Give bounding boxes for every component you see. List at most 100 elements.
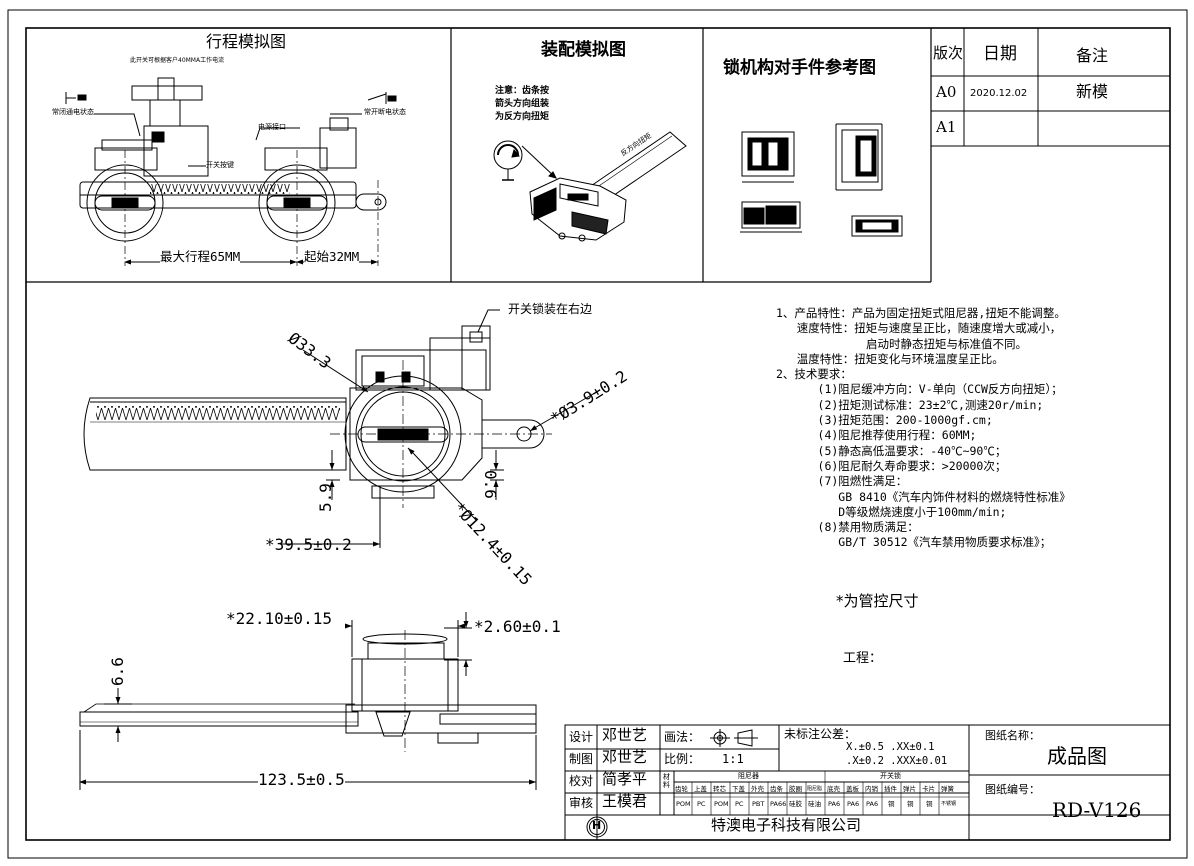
note-line: GB 8410《汽车内饰件材料的燃烧特性标准》 — [776, 489, 1071, 504]
material-value: PBT — [752, 800, 765, 808]
material-part: 底壳 — [827, 785, 840, 793]
material-value: PC — [735, 800, 744, 808]
tb-group-damper: 阻尼器 — [738, 772, 759, 780]
dim-height-6-6: 6.6 — [108, 657, 127, 686]
note-line: (6)阻尼耐久寿命要求：>20000次； — [776, 458, 1007, 473]
tb-company-name: 特澳电子科技有限公司 — [711, 816, 862, 834]
material-value: PA6 — [866, 800, 879, 808]
company-logo-text: H — [592, 819, 602, 832]
side-view-drawing — [79, 612, 537, 790]
dim-height-0-6: 0.6 — [481, 470, 500, 499]
material-value: POM — [676, 800, 691, 808]
assembly-title: 装配模拟图 — [541, 40, 626, 60]
note-line: (7)阻燃性满足： — [776, 474, 908, 489]
tb-group-switch: 开关锁 — [880, 772, 901, 780]
assembly-note-line-3: 为反方向扭矩 — [495, 112, 550, 122]
tb-review-label: 审核 — [569, 796, 594, 810]
material-value: POM — [714, 800, 729, 808]
material-value: PA6 — [828, 800, 841, 808]
dim-width-22-10: *22.10±0.15 — [226, 609, 332, 628]
process-label: 工程： — [843, 651, 883, 666]
note-line: 温度特性：扭矩变化与环境温度呈正比。 — [776, 351, 1004, 366]
technical-notes: 1、产品特性：产品为固定扭矩式阻尼器,扭矩不能调整。 速度特性：扭矩与速度呈正比… — [776, 306, 1071, 551]
dim-width-2-60: *2.60±0.1 — [474, 617, 561, 636]
label-normally-open: 常开断电状态 — [364, 108, 406, 116]
assembly-note-line-2: 箭头方向组装 — [495, 99, 550, 109]
material-value: PA66 — [770, 800, 787, 808]
tb-drawing-name: 成品图 — [1047, 744, 1107, 768]
lock-mechanism-drawings — [740, 123, 903, 237]
rev-a0-date: 2020.12.02 — [970, 88, 1028, 99]
tb-drawing-no-label: 图纸编号： — [985, 783, 1040, 796]
tb-material-label: 材料 — [663, 773, 670, 789]
tb-scale-value: 1:1 — [722, 752, 744, 766]
dim-start: 起始32MM — [304, 249, 360, 264]
stroke-title: 行程模拟图 — [206, 32, 287, 51]
stroke-simulation-drawing — [65, 77, 397, 266]
material-part: 卡片 — [922, 785, 935, 793]
tb-check-name: 简孝平 — [602, 770, 648, 788]
material-part: 盖板 — [846, 785, 859, 793]
material-value: 铜 — [907, 800, 914, 808]
material-value: 硅油 — [808, 800, 821, 808]
material-part: 转芯 — [713, 785, 726, 793]
material-value: 铜 — [888, 800, 895, 808]
callout-switch-lock: 开关锁装在右边 — [508, 302, 593, 316]
note-line: 启动时静态扭矩与标准值不同。 — [776, 336, 1028, 351]
note-line: 速度特性：扭矩与速度呈正比，随速度增大或减小， — [776, 321, 1062, 336]
note-line: D等级燃烧速度小于100mm/min; — [776, 504, 1007, 519]
tb-tolerance-line-1: X.±0.5 .XX±0.1 — [846, 741, 935, 753]
note-line: GB/T 30512《汽车禁用物质要求标准》； — [776, 535, 1052, 550]
revision-table-grid — [931, 28, 1170, 147]
note-line: (1)阻尼缓冲方向：V-单向（CCW反方向扭矩）； — [776, 382, 1063, 397]
tb-draw-label: 制图 — [569, 752, 594, 766]
tb-tolerance-line-2: .X±0.2 .XXX±0.01 — [846, 755, 948, 767]
material-value: 不锈钢 — [941, 801, 957, 807]
rev-header-note: 备注 — [1076, 46, 1109, 65]
note-line: 1、产品特性：产品为固定扭矩式阻尼器,扭矩不能调整。 — [776, 306, 1066, 320]
tb-drawing-no: RD-V126 — [1052, 798, 1142, 822]
material-part: 弹片 — [903, 785, 916, 793]
dim-height-5-9: 5.9 — [316, 483, 335, 512]
material-part: 下盖 — [732, 785, 745, 793]
lock-title: 锁机构对手件参考图 — [723, 58, 876, 78]
rev-header-date: 日期 — [983, 44, 1017, 64]
dim-width-39-5: *39.5±0.2 — [265, 535, 352, 554]
rev-header-version: 版次 — [933, 44, 964, 62]
note-line: 2、技术要求： — [776, 367, 852, 382]
note-line: (8)禁用物质满足： — [776, 520, 919, 535]
tb-draw-name: 邓世艺 — [602, 748, 648, 766]
label-switch-button: 开关按键 — [206, 161, 234, 169]
note-line: (4)阻尼推荐使用行程：60MM; — [776, 428, 977, 443]
assembly-note-line-1: 注意：齿条按 — [495, 86, 550, 96]
material-part: 插件 — [884, 785, 897, 793]
rev-a0-note: 新模 — [1076, 82, 1109, 101]
label-power-port: 电源接口 — [258, 123, 286, 131]
tb-projection-label: 画法： — [664, 730, 701, 744]
company-logo-icon — [586, 816, 608, 838]
material-part: 弹簧 — [941, 785, 954, 793]
material-part: 上盖 — [694, 785, 707, 793]
material-part: 外壳 — [751, 785, 764, 793]
tb-tolerance-label: 未标注公差： — [784, 727, 857, 741]
tb-design-name: 邓世艺 — [602, 726, 648, 744]
material-value: 硅胶 — [789, 800, 802, 808]
rev-a0: A0 — [936, 83, 957, 101]
note-line: (5)静态高低温要求：-40℃~90℃； — [776, 443, 1007, 458]
material-value: PC — [697, 800, 706, 808]
tb-design-label: 设计 — [569, 730, 594, 744]
tb-drawing-name-label: 图纸名称： — [985, 729, 1040, 742]
tb-review-name: 王模君 — [602, 792, 648, 810]
note-line: (2)扭矩测试标准：23±2℃,测速20r/min; — [776, 397, 1044, 412]
label-normally-closed: 常闭通电状态 — [52, 108, 94, 116]
controlled-dimension-note: *为管控尺寸 — [836, 592, 919, 610]
material-part: 齿条 — [770, 785, 783, 793]
material-part: 胶圈 — [789, 785, 802, 793]
front-view-drawing — [83, 309, 601, 548]
material-value: 铜 — [926, 800, 933, 808]
note-line: (3)扭矩范围：200-1000gf.cm; — [776, 413, 993, 428]
stroke-subtitle: 此开关可根据客户40MMA工作电流 — [130, 57, 225, 64]
dim-length-123-5: 123.5±0.5 — [258, 770, 345, 789]
material-value: PA6 — [847, 800, 860, 808]
